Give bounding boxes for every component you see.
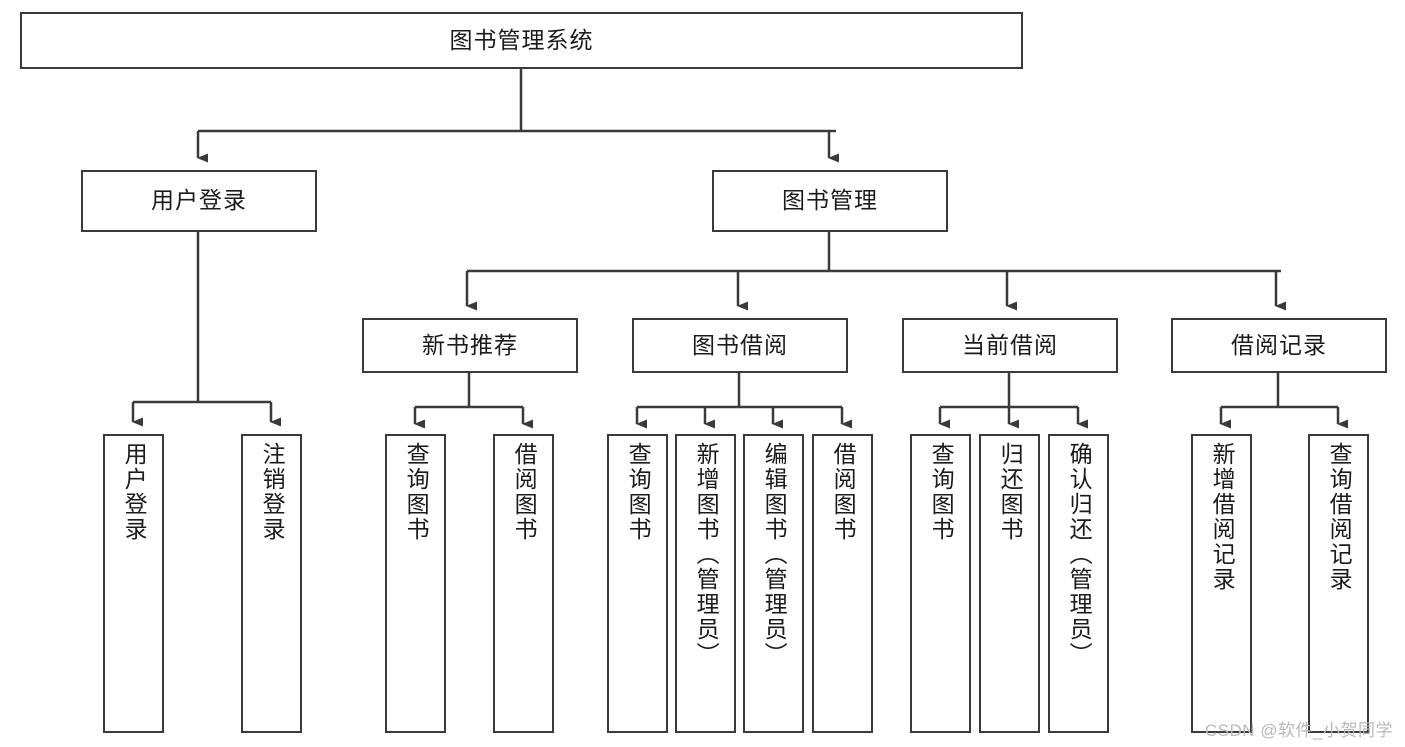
node-book-management[interactable]: 图书管理: [712, 170, 948, 232]
leaf-book-borrow-add-book-admin[interactable]: 新增图书（管理员）: [675, 434, 736, 733]
node-label: 新增借阅记录: [1209, 442, 1236, 592]
node-label: 新增图书（管理员）: [693, 442, 720, 667]
node-label: 用户登录: [121, 442, 148, 542]
node-label: 当前借阅: [962, 331, 1058, 358]
node-label: 注销登录: [259, 442, 286, 542]
node-label: 新书推荐: [422, 331, 518, 358]
node-root-book-management-system[interactable]: 图书管理系统: [20, 12, 1023, 69]
leaf-borrow-record-query-record[interactable]: 查询借阅记录: [1308, 434, 1369, 733]
leaf-new-book-query-book[interactable]: 查询图书: [385, 434, 446, 733]
node-label: 图书管理: [782, 187, 878, 214]
csdn-watermark: CSDN @软件_小贺同学: [1204, 721, 1393, 740]
node-label: 查询图书: [928, 442, 955, 542]
node-book-borrow[interactable]: 图书借阅: [632, 318, 848, 373]
node-label: 图书管理系统: [449, 26, 594, 53]
node-label: 查询借阅记录: [1326, 442, 1353, 592]
node-label: 确认归还（管理员）: [1066, 442, 1093, 667]
node-new-book-recommendation[interactable]: 新书推荐: [362, 318, 578, 373]
node-label: 查询图书: [625, 442, 652, 542]
node-label: 查询图书: [403, 442, 430, 542]
leaf-current-borrow-query-book[interactable]: 查询图书: [910, 434, 971, 733]
node-label: 借阅记录: [1231, 331, 1327, 358]
node-borrow-record[interactable]: 借阅记录: [1171, 318, 1387, 373]
node-label: 借阅图书: [830, 442, 857, 542]
leaf-current-borrow-return-book[interactable]: 归还图书: [979, 434, 1040, 733]
leaf-book-borrow-borrow-book[interactable]: 借阅图书: [812, 434, 873, 733]
leaf-book-borrow-query-book[interactable]: 查询图书: [607, 434, 668, 733]
node-current-borrow[interactable]: 当前借阅: [902, 318, 1118, 373]
node-label: 图书借阅: [692, 331, 788, 358]
node-label: 编辑图书（管理员）: [761, 442, 788, 667]
leaf-user-login-login[interactable]: 用户登录: [103, 434, 164, 733]
leaf-current-borrow-confirm-return-admin[interactable]: 确认归还（管理员）: [1048, 434, 1109, 733]
node-label: 用户登录: [151, 187, 247, 214]
leaf-borrow-record-add-record[interactable]: 新增借阅记录: [1191, 434, 1252, 733]
leaf-user-login-logout[interactable]: 注销登录: [241, 434, 302, 733]
node-user-login[interactable]: 用户登录: [81, 170, 317, 232]
node-label: 归还图书: [997, 442, 1024, 542]
node-label: 借阅图书: [511, 442, 538, 542]
leaf-book-borrow-edit-book-admin[interactable]: 编辑图书（管理员）: [743, 434, 804, 733]
leaf-new-book-borrow-book[interactable]: 借阅图书: [493, 434, 554, 733]
